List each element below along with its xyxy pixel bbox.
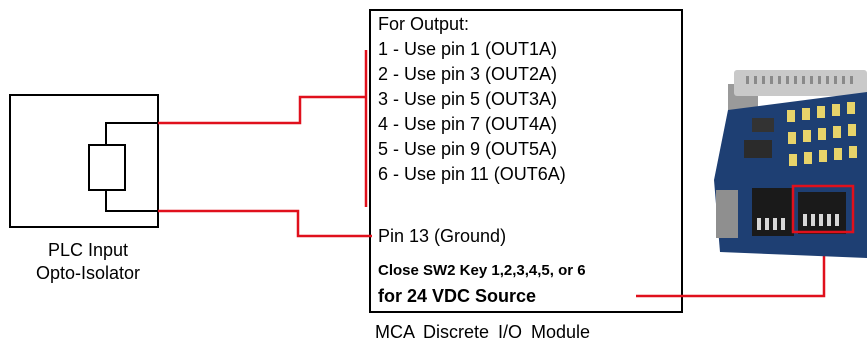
red-wires — [158, 50, 826, 298]
wire-to-module — [636, 245, 826, 298]
io-module-photo — [714, 70, 867, 258]
plc-opto-box — [9, 94, 159, 228]
output-pin-3: 3 - Use pin 5 (OUT3A) — [378, 89, 558, 109]
output-pin-2: 2 - Use pin 3 (OUT2A) — [378, 64, 558, 84]
sw2-highlight-box — [791, 184, 855, 234]
output-pin-6: 6 - Use pin 11 (OUT6A) — [378, 164, 566, 184]
output-pin-5: 5 - Use pin 9 (OUT5A) — [378, 139, 558, 159]
wire-output — [158, 95, 366, 125]
output-box — [369, 9, 683, 313]
ground-pin-label: Pin 13 (Ground) — [378, 226, 507, 246]
output-pin-4: 4 - Use pin 7 (OUT4A) — [378, 114, 558, 134]
plc-label: PLC Input Opto-Isolator — [3, 239, 173, 285]
output-box-title: For Output: — [378, 14, 470, 34]
opto-inner-circuit — [105, 122, 158, 212]
wire-ground — [158, 209, 372, 238]
sw2-note-line1: Close SW2 Key 1,2,3,4,5, or 6 — [378, 262, 586, 279]
module-caption: MCA Discrete I/O Module — [375, 322, 591, 342]
plc-label-line1: PLC Input — [47, 240, 129, 260]
plc-label-line2: Opto-Isolator — [35, 263, 141, 283]
sw2-note-line2: for 24 VDC Source — [378, 286, 537, 306]
opto-element — [88, 144, 126, 191]
output-pin-1: 1 - Use pin 1 (OUT1A) — [378, 39, 558, 59]
